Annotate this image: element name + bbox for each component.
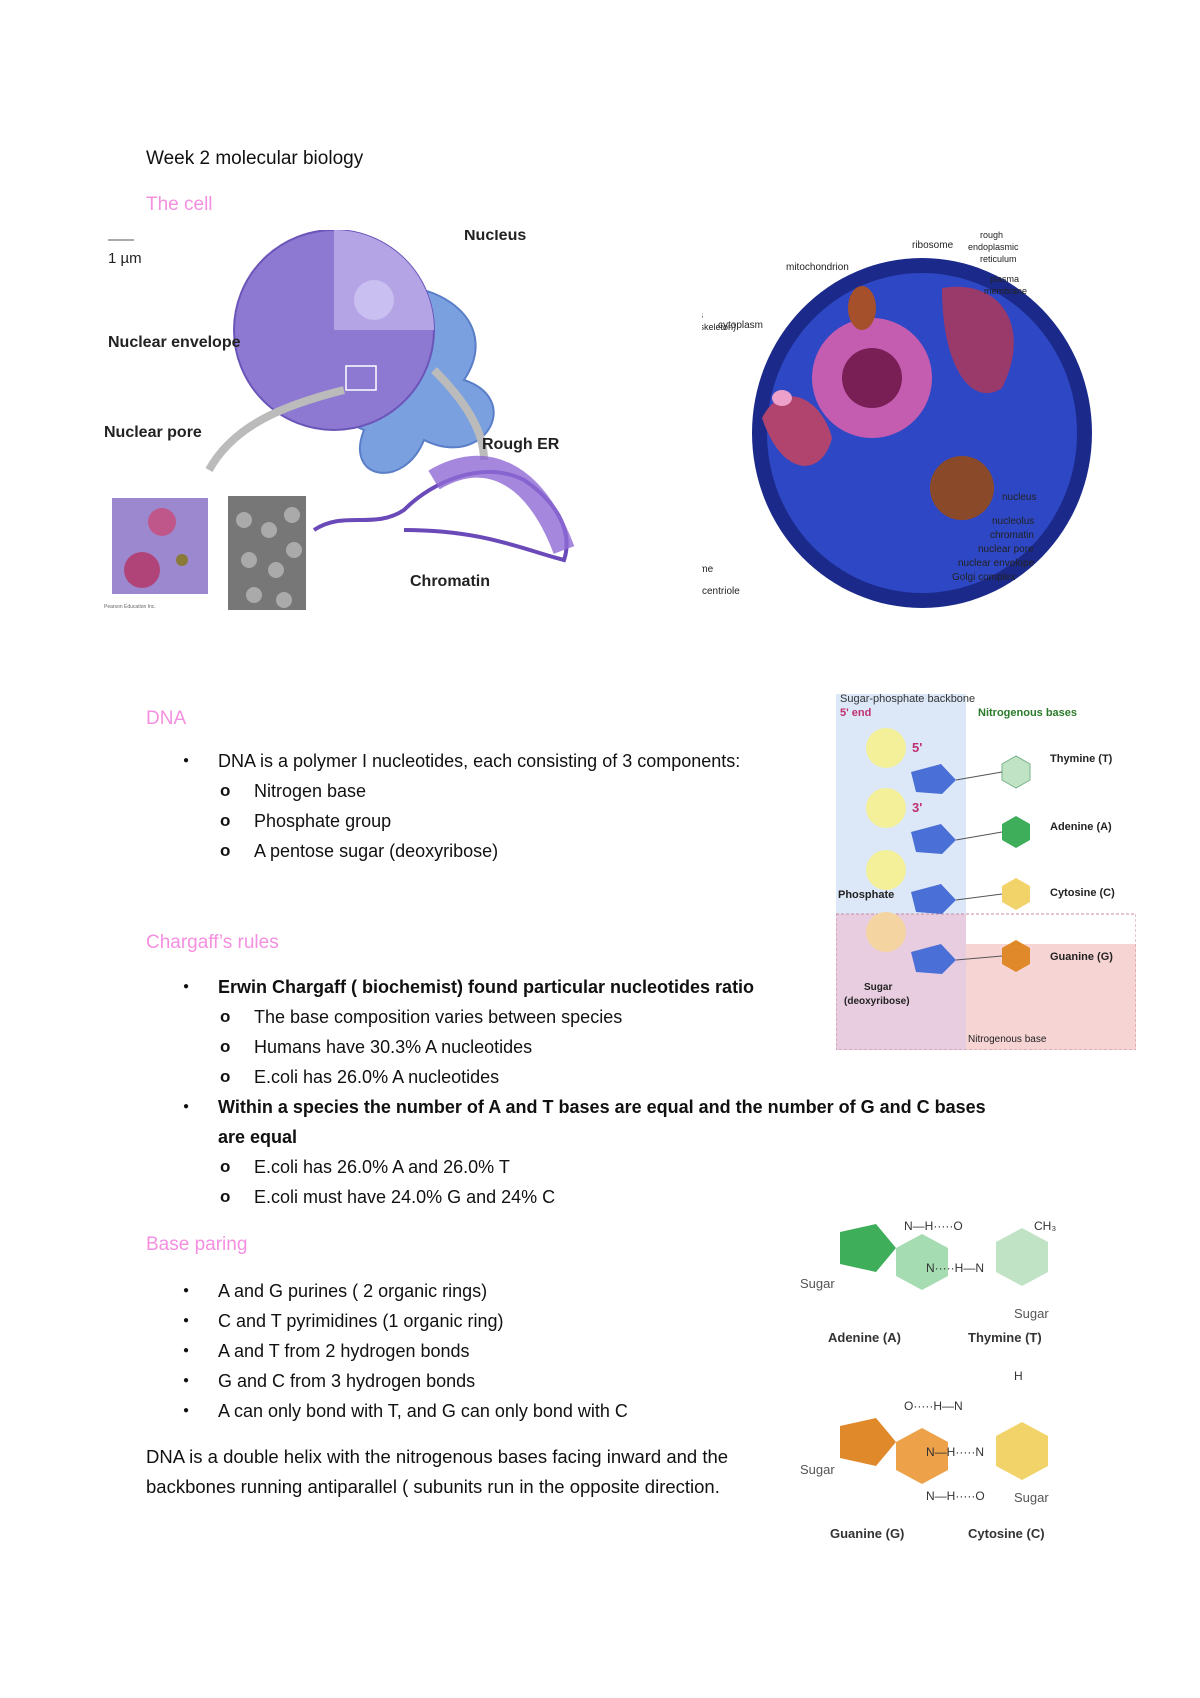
svg-text:cytoplasm: cytoplasm — [718, 320, 763, 331]
svg-text:mitochondrion: mitochondrion — [786, 262, 849, 273]
svg-text:nuclear envelope: nuclear envelope — [958, 558, 1035, 569]
chromatin-label: Chromatin — [410, 573, 490, 590]
svg-text:Cytosine (C): Cytosine (C) — [1050, 887, 1115, 899]
svg-text:Thymine (T): Thymine (T) — [968, 1330, 1042, 1345]
svg-text:Adenine (A): Adenine (A) — [1050, 821, 1112, 833]
cell-figure: mitochondrion ribosome rough endoplasmic… — [646, 228, 1144, 648]
svg-text:3': 3' — [912, 800, 922, 815]
svg-text:nuclear pore: nuclear pore — [978, 544, 1034, 555]
list-item: E.coli has 26.0% A and 26.0% T — [146, 1152, 1076, 1182]
heading-cell: The cell — [146, 194, 213, 215]
svg-text:Sugar: Sugar — [800, 1462, 835, 1477]
svg-text:Guanine (G): Guanine (G) — [1050, 951, 1113, 963]
list-item: Erwin Chargaff ( biochemist) found parti… — [146, 972, 1076, 1002]
list-item: C and T pyrimidines (1 organic ring) — [146, 1306, 786, 1336]
svg-text:nucleolus: nucleolus — [992, 516, 1034, 527]
pairing-list: A and G purines ( 2 organic rings) C and… — [146, 1276, 786, 1426]
envelope-label: Nuclear envelope — [108, 334, 241, 351]
svg-text:endoplasmic: endoplasmic — [968, 242, 1019, 252]
list-item: E.coli must have 24.0% G and 24% C — [146, 1182, 1076, 1212]
double-helix-paragraph: DNA is a double helix with the nitrogeno… — [146, 1446, 729, 1497]
svg-text:chromatin: chromatin — [990, 530, 1034, 541]
svg-text:Golgi complex: Golgi complex — [952, 572, 1015, 583]
svg-text:O·····H—N: O·····H—N — [904, 1399, 963, 1413]
list-item: A and T from 2 hydrogen bonds — [146, 1336, 786, 1366]
nucleus-label: Nucleus — [464, 230, 526, 244]
svg-text:centriole: centriole — [702, 586, 740, 597]
svg-text:H: H — [1014, 1369, 1023, 1383]
svg-text:Sugar: Sugar — [1014, 1490, 1049, 1505]
svg-text:Guanine (G): Guanine (G) — [830, 1526, 904, 1541]
svg-text:rough: rough — [980, 230, 1003, 240]
list-item: Humans have 30.3% A nucleotides — [146, 1032, 1076, 1062]
svg-text:free ribosome: free ribosome — [702, 564, 714, 575]
list-item: Phosphate group — [146, 806, 786, 836]
list-item: A and G purines ( 2 organic rings) — [146, 1276, 786, 1306]
page-title: Week 2 molecular biology — [146, 148, 364, 169]
svg-text:N—H·····O: N—H·····O — [904, 1219, 963, 1233]
rough-er-label: Rough ER — [482, 436, 560, 453]
list-item: Nitrogen base — [146, 776, 786, 806]
svg-text:Cytosine (C): Cytosine (C) — [968, 1526, 1045, 1541]
svg-text:nucleus: nucleus — [1002, 492, 1036, 503]
svg-text:Sugar: Sugar — [1014, 1306, 1049, 1321]
svg-text:Phosphate: Phosphate — [838, 889, 894, 901]
list-item: A pentose sugar (deoxyribose) — [146, 836, 786, 866]
list-item: The base composition varies between spec… — [146, 1002, 1076, 1032]
list-item: Within a species the number of A and T b… — [146, 1092, 1076, 1122]
list-item: are equal — [218, 1127, 298, 1147]
list-item: A can only bond with T, and G can only b… — [146, 1396, 786, 1426]
svg-text:5': 5' — [912, 740, 922, 755]
heading-pairing: Base paring — [146, 1234, 248, 1255]
list-item: DNA is a polymer I nucleotides, each con… — [146, 746, 786, 776]
credit-label: Pearson Education Inc. — [104, 604, 156, 610]
list-item: G and C from 3 hydrogen bonds — [146, 1366, 786, 1396]
svg-text:Nitrogenous bases: Nitrogenous bases — [978, 707, 1077, 719]
svg-text:N—H·····N: N—H·····N — [926, 1445, 984, 1459]
svg-text:plasma: plasma — [990, 274, 1019, 284]
svg-text:ribosome: ribosome — [912, 240, 954, 251]
svg-text:N—H·····O: N—H·····O — [926, 1489, 985, 1503]
svg-text:(part of cytoskeleton): (part of cytoskeleton) — [702, 322, 736, 332]
svg-text:N·····H—N: N·····H—N — [926, 1261, 984, 1275]
svg-text:Adenine (A): Adenine (A) — [828, 1330, 901, 1345]
svg-text:Sugar: Sugar — [800, 1276, 835, 1291]
scale-label: 1 µm — [108, 250, 142, 267]
base-pair-figure: N—H·····O N·····H—N CH₃ Sugar Sugar Aden… — [796, 1196, 1106, 1616]
svg-text:Sugar-phosphate backbone: Sugar-phosphate backbone — [840, 694, 975, 705]
chargaff-list: Erwin Chargaff ( biochemist) found parti… — [146, 972, 1076, 1212]
heading-dna: DNA — [146, 708, 187, 729]
svg-text:5' end: 5' end — [840, 707, 871, 719]
svg-text:microtubules: microtubules — [702, 310, 704, 320]
dna-list: DNA is a polymer I nucleotides, each con… — [146, 746, 786, 866]
svg-text:reticulum: reticulum — [980, 254, 1017, 264]
svg-text:Thymine (T): Thymine (T) — [1050, 753, 1113, 765]
heading-chargaff: Chargaff’s rules — [146, 932, 279, 953]
svg-text:membrane: membrane — [984, 286, 1027, 296]
nucleus-figure: 1 µm Nucleus Nuclear envelope Nuclear po… — [104, 227, 604, 616]
svg-text:CH₃: CH₃ — [1034, 1219, 1056, 1233]
list-item: E.coli has 26.0% A nucleotides — [146, 1062, 1076, 1092]
pore-label: Nuclear pore — [104, 424, 202, 441]
